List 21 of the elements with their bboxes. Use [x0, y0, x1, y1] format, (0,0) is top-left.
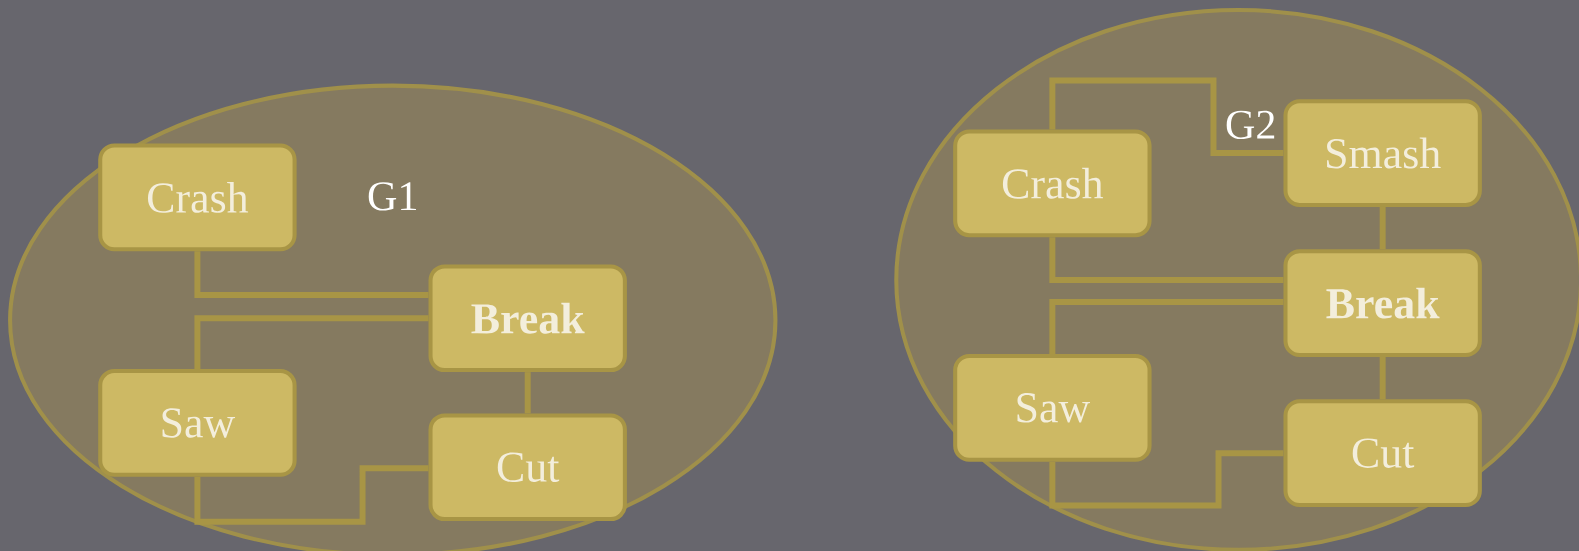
process-box: Break [428, 264, 627, 373]
group-label: G1 [368, 182, 416, 211]
connector [1379, 206, 1386, 250]
connector [194, 315, 429, 370]
connector [194, 251, 429, 299]
connector [1049, 450, 1284, 509]
process-box: Saw [98, 369, 297, 477]
connector [1049, 77, 1284, 157]
process-box: Break [1283, 249, 1482, 357]
process-box: Cut [1283, 399, 1482, 507]
process-box: Smash [1283, 99, 1482, 207]
connector [194, 465, 429, 525]
process-box: Crash [98, 143, 297, 252]
process-box: Cut [428, 413, 627, 522]
process-box: Crash [953, 129, 1152, 238]
process-box: Saw [953, 354, 1152, 462]
connector [1049, 237, 1284, 283]
connector [1379, 356, 1386, 400]
connector [524, 372, 531, 414]
connector [1049, 299, 1284, 354]
group-label: G2 [1226, 110, 1275, 139]
